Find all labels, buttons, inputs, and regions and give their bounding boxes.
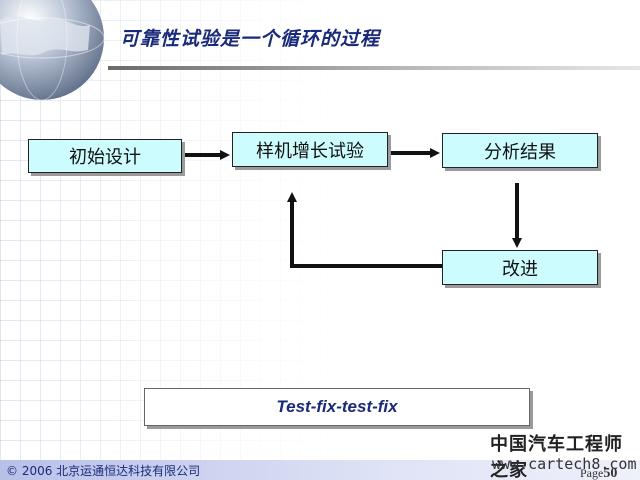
globe-icon <box>0 0 105 101</box>
title-underline <box>108 66 640 70</box>
node-analyze-results: 分析结果 <box>442 133 598 168</box>
watermark-url: www.cartech8.com <box>492 455 637 473</box>
page-number-value: 50 <box>603 466 618 480</box>
node-initial-design: 初始设计 <box>28 139 182 173</box>
edge-improve-to-prototype-test <box>287 192 442 268</box>
slide-title: 可靠性试验是一个循环的过程 <box>120 28 381 50</box>
copyright-text: © 2006 北京运通恒达科技有限公司 <box>6 464 201 478</box>
motto-box: Test-fix-test-fix <box>144 388 530 426</box>
node-improve: 改进 <box>442 250 598 285</box>
page-number: Page50 <box>580 466 617 480</box>
watermark-title: 中国汽车工程师之家 <box>490 434 623 480</box>
node-prototype-test: 样机增长试验 <box>232 132 388 167</box>
page-prefix: Page <box>580 466 604 480</box>
footer-bar <box>0 460 640 480</box>
